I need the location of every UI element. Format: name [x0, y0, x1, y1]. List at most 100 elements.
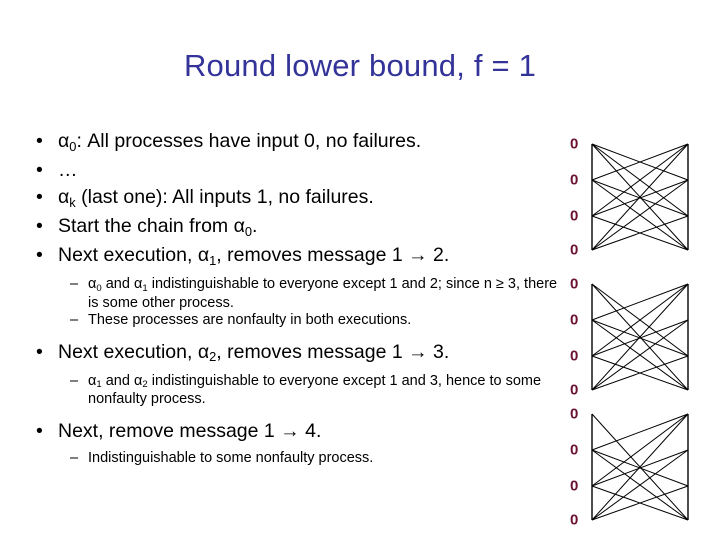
text-run: (last one): All inputs 1, no failures. — [75, 186, 374, 208]
alpha-symbol: α1 — [133, 276, 148, 294]
bullet-marker-icon: • — [36, 419, 43, 442]
bullet-text: α1 and α2 indistinguishable to everyone … — [88, 373, 541, 408]
alpha-symbol: α1 — [197, 244, 217, 268]
greater-equal-icon: ≥ — [495, 276, 504, 292]
text-run: Indistinguishable to some nonfaulty proc… — [88, 449, 374, 466]
message-edge — [591, 319, 689, 391]
alpha-subscript: k — [69, 194, 76, 210]
bullet-marker-icon: • — [36, 215, 43, 237]
message-edge — [591, 485, 689, 521]
input-value-label: 0 — [570, 275, 579, 293]
spacer — [26, 330, 558, 339]
text-run: 3, there is some other process. — [88, 276, 558, 311]
input-value-label: 0 — [570, 511, 579, 529]
message-edge — [591, 319, 689, 357]
right-arrow-icon: → — [408, 244, 434, 266]
alpha-symbol: α0 — [233, 215, 253, 239]
message-edge — [591, 215, 689, 251]
text-run: 2. — [433, 244, 450, 266]
text-run: , removes message 1 — [216, 340, 409, 363]
text-run: Start the chain from — [58, 215, 234, 237]
dash-marker-icon: – — [70, 449, 79, 466]
alpha-subscript: 1 — [209, 252, 217, 268]
bullet-item: •… — [26, 157, 558, 183]
text-run: Next, remove message 1 — [58, 419, 281, 442]
input-value-label: 0 — [570, 381, 579, 399]
alpha-subscript: 2 — [209, 349, 217, 365]
sub-bullet-item: –α0 and α1 indistinguishable to everyone… — [26, 276, 558, 312]
message-edge — [591, 355, 689, 391]
alpha-symbol: α2 — [197, 340, 217, 365]
message-edge — [591, 143, 689, 181]
text-run: indistinguishable to everyone except 1 a… — [147, 276, 496, 292]
message-edge — [591, 413, 689, 451]
sub-bullet-item: –These processes are nonfaulty in both e… — [26, 312, 558, 330]
message-edge — [591, 283, 689, 391]
input-value-label: 0 — [570, 171, 579, 189]
input-value-label: 0 — [570, 207, 579, 225]
bullet-text: These processes are nonfaulty in both ex… — [88, 312, 411, 328]
alpha-symbol: α1 — [88, 372, 102, 391]
message-edge — [591, 449, 689, 487]
message-edge — [591, 179, 689, 251]
dash-marker-icon: – — [70, 312, 79, 328]
sub-bullet-item: –α1 and α2 indistinguishable to everyone… — [26, 373, 558, 409]
message-graph — [591, 283, 689, 391]
sub-bullet-item: –Indistinguishable to some nonfaulty pro… — [26, 450, 558, 468]
text-run: , removes message 1 — [216, 244, 409, 266]
input-value-label: 0 — [570, 135, 579, 153]
message-edge — [591, 179, 689, 217]
text-run: : All processes have input 0, no failure… — [76, 130, 422, 152]
alpha-subscript: 1 — [142, 282, 148, 294]
bullet-item: • Next execution, α1, removes message 1 →… — [26, 242, 558, 270]
message-edge — [591, 143, 689, 251]
alpha-symbol: α2 — [133, 372, 148, 391]
alpha-subscript: 0 — [244, 223, 253, 239]
bullet-marker-icon: • — [36, 340, 43, 363]
alpha-symbol: αk — [58, 186, 76, 210]
message-edge — [591, 283, 689, 357]
alpha-subscript: 1 — [96, 379, 102, 391]
bullet-marker-icon: • — [36, 244, 43, 266]
message-edge — [591, 413, 689, 487]
bullet-marker-icon: • — [36, 159, 43, 181]
input-value-label: 0 — [570, 477, 579, 495]
input-value-column: 0 0 0 0 — [568, 136, 590, 258]
bullet-item: • αk (last one): All inputs 1, no failure… — [26, 184, 558, 212]
bullet-item: • α0: All processes have input 0, no fail… — [26, 128, 558, 156]
input-value-label: 0 — [570, 311, 579, 329]
text-run: . — [252, 215, 258, 237]
alpha-subscript: 2 — [142, 379, 148, 391]
bullet-list: •α0: All processes have input 0, no fail… — [26, 128, 558, 467]
bullet-marker-icon: • — [36, 186, 43, 208]
message-edge — [591, 283, 689, 321]
input-value-label: 0 — [570, 241, 579, 259]
message-graph — [591, 143, 689, 251]
bullet-text: Next, remove message 1 → 4. — [58, 420, 321, 442]
bullet-item: • Next, remove message 1 → 4. — [26, 418, 558, 444]
text-run: and — [101, 372, 134, 389]
text-run: 4. — [305, 419, 322, 442]
bullet-text: … — [58, 159, 78, 181]
bullet-text: α0: All processes have input 0, no failu… — [58, 130, 422, 154]
text-run: … — [58, 159, 78, 181]
text-run: 3. — [433, 340, 450, 363]
page-title: Round lower bound, f = 1 — [183, 48, 537, 83]
bullet-marker-icon: • — [36, 130, 43, 152]
text-run: and — [101, 276, 134, 292]
dash-marker-icon: – — [70, 276, 79, 292]
text-run: indistinguishable to everyone except 1 a… — [88, 372, 542, 408]
alpha-subscript: 0 — [96, 282, 102, 294]
dash-marker-icon: – — [70, 372, 79, 389]
bullet-text: Next execution, α1, removes message 1 → … — [58, 244, 450, 268]
input-value-label: 0 — [570, 441, 579, 459]
right-arrow-icon: → — [408, 340, 434, 363]
bullet-text: Next execution, α2, removes message 1 → … — [58, 340, 450, 365]
text-run: Next execution, — [58, 244, 198, 266]
text-run: These processes are nonfaulty in both ex… — [88, 312, 412, 328]
bullet-text: Start the chain from α0. — [58, 215, 258, 239]
